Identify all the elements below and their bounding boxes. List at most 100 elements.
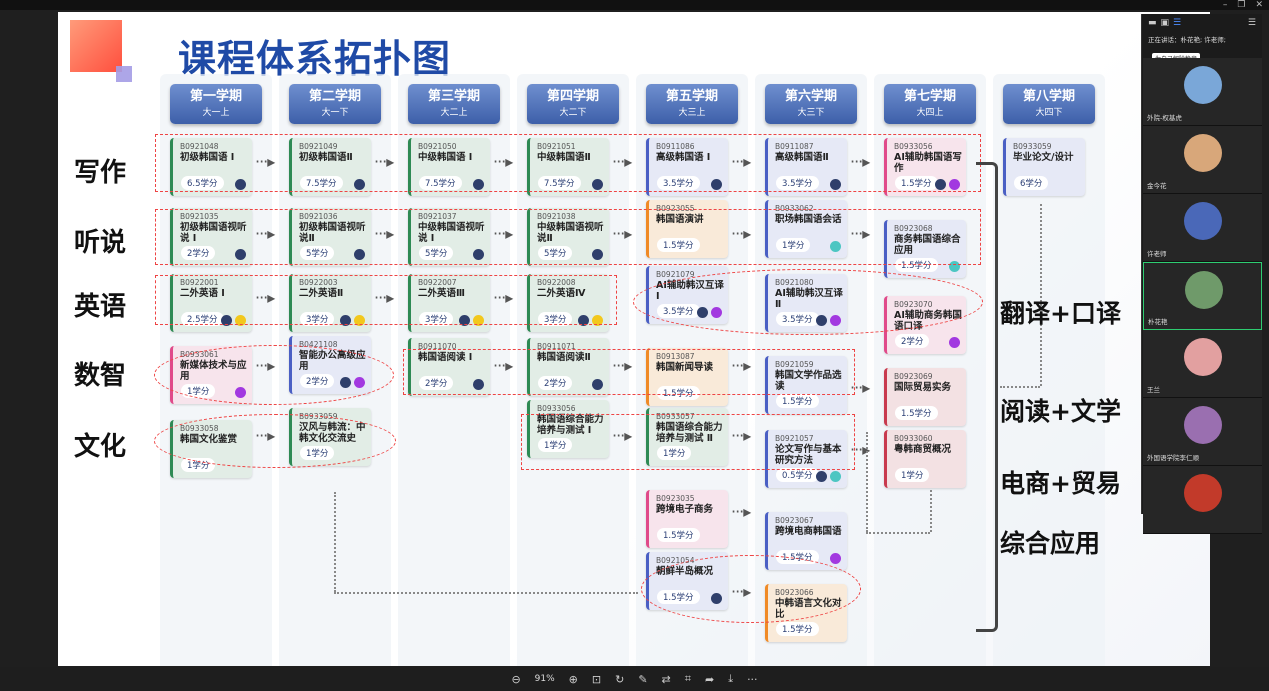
course-name: 高级韩国语 Ⅰ (656, 152, 711, 163)
course-name: 二外英语Ⅳ (537, 288, 586, 299)
course-name: 韩国语阅读Ⅱ (537, 352, 591, 363)
participant-tile[interactable]: 外院-权基虎 (1143, 58, 1262, 126)
course-tag-icon (459, 315, 470, 326)
panel-menu-icon[interactable]: ☰ (1247, 18, 1256, 28)
course-credit: 3.5学分 (776, 176, 819, 190)
semester-name: 第一学期 (189, 89, 242, 104)
course-tag-icon (235, 179, 246, 190)
participant-tile[interactable]: 外国语学院李仁顺 (1143, 398, 1262, 466)
participant-name: 外院-权基虎 (1147, 114, 1182, 122)
semester-name: 第四学期 (546, 89, 599, 104)
connector-line (1040, 204, 1042, 386)
connector-line (1000, 386, 1040, 388)
flow-arrow: ···▸ (850, 378, 870, 397)
course-name: 跨境电子商务 (656, 504, 714, 515)
course-name: 韩国语演讲 (656, 214, 704, 225)
category-culture: 文化 (74, 432, 127, 462)
course-tag-icon (354, 179, 365, 190)
course-code: B0921049 (299, 142, 338, 151)
course-credit: 1学分 (895, 468, 930, 482)
translate-icon[interactable]: ⇄ (661, 672, 671, 686)
actual-size-icon[interactable]: ⊡ (591, 672, 602, 686)
course-name: 商务韩国语综合应用 (894, 234, 961, 256)
course-name: 粤韩商贸概况 (894, 444, 952, 455)
translation-group-outline (633, 269, 983, 335)
flow-arrow: ···▸ (493, 288, 513, 307)
course-code: B0921059 (775, 360, 814, 369)
download-icon[interactable]: ⤓ (728, 672, 734, 685)
course-tag-icon (340, 315, 351, 326)
course-tag-icon (830, 553, 841, 564)
course-credit: 3.5学分 (657, 176, 700, 190)
course-name: 初级韩国语 Ⅰ (180, 152, 235, 163)
semester-name: 第七学期 (903, 89, 956, 104)
participant-tile[interactable]: 王兰 (1143, 330, 1262, 398)
course-tag-icon (949, 337, 960, 348)
connector-line (334, 492, 336, 592)
flow-arrow: ···▸ (850, 152, 870, 171)
course-tag-icon (830, 179, 841, 190)
semester-header: 第五学期大三上 (646, 84, 738, 124)
flow-arrow: ···▸ (612, 152, 632, 171)
course-credit: 1学分 (776, 238, 811, 252)
participant-tile[interactable]: 朴花艳 (1143, 262, 1262, 330)
course-tag-icon (592, 249, 603, 260)
more-icon[interactable]: ··· (747, 672, 758, 686)
annotate-pen-icon[interactable]: ✎ (638, 672, 648, 686)
course-code: B0911087 (775, 142, 814, 151)
category-listening-speaking: 听说 (74, 228, 127, 258)
connector-line (930, 490, 932, 532)
participant-tile[interactable]: 许老师 (1143, 194, 1262, 262)
flow-arrow: ···▸ (612, 356, 632, 375)
semester-name: 第五学期 (665, 89, 718, 104)
participant-panel: ▬ ▣ ☰ ☰ 正在讲话：朴花艳; 许老师; 为自己解除静音 外院-权基虎金今花… (1141, 14, 1262, 534)
semester-year: 大二上 (440, 108, 468, 118)
course-credit: 1.5学分 (657, 238, 700, 252)
flow-arrow: ···▸ (255, 152, 275, 171)
minimize-panel-icon[interactable]: ▬ (1148, 18, 1157, 28)
flow-arrow: ···▸ (612, 426, 632, 445)
english-group-outline (155, 275, 617, 325)
zoom-in-icon[interactable]: ⊕ (568, 672, 578, 686)
close-icon[interactable]: ✕ (1255, 0, 1263, 10)
zoom-out-icon[interactable]: ⊖ (511, 672, 521, 686)
course-code: B0921036 (299, 212, 338, 221)
list-view-icon[interactable]: ☰ (1173, 18, 1182, 28)
category-writing: 写作 (74, 158, 127, 188)
rotate-icon[interactable]: ↻ (615, 672, 625, 686)
course-name: 韩国文学作品选读 (775, 370, 842, 392)
course-tag-icon (473, 249, 484, 260)
participant-tile[interactable] (1143, 466, 1262, 534)
course-name: 跨境电商韩国语 (775, 526, 842, 537)
course-name: 韩国新闻导读 (656, 362, 714, 373)
participant-name: 外国语学院李仁顺 (1147, 454, 1199, 462)
grid-view-icon[interactable]: ▣ (1160, 18, 1170, 28)
flow-arrow: ···▸ (731, 502, 751, 521)
participant-name: 王兰 (1147, 386, 1160, 394)
course-code: B0921051 (537, 142, 576, 151)
ocr-icon[interactable]: ⌗ (684, 672, 691, 685)
course-name: 初级韩国语视听说 Ⅰ (180, 222, 247, 244)
semester-header: 第八学期大四下 (1003, 84, 1095, 124)
course-code: B0933057 (656, 412, 695, 421)
semester-header: 第六学期大三下 (765, 84, 857, 124)
share-icon[interactable]: ➦ (704, 672, 715, 686)
restore-icon[interactable]: ❐ (1237, 0, 1246, 10)
participant-name: 金今花 (1147, 182, 1167, 190)
course-credit: 2学分 (895, 334, 930, 348)
minimize-icon[interactable]: – (1222, 0, 1228, 10)
decorative-square-small (116, 66, 132, 82)
category-english: 英语 (74, 292, 127, 322)
course-tag-icon (949, 179, 960, 190)
participant-tile[interactable]: 金今花 (1143, 126, 1262, 194)
viewer-toolbar: ⊖ 91% ⊕ ⊡ ↻ ✎ ⇄ ⌗ ➦ ⤓ ··· (0, 667, 1269, 691)
course-code: B0911086 (656, 142, 695, 151)
semester-name: 第八学期 (1022, 89, 1075, 104)
